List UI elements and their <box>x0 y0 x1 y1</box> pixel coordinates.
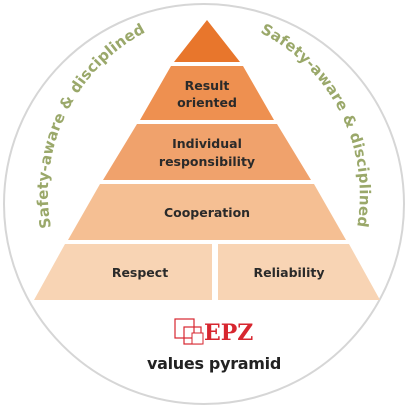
pyramid-apex <box>174 20 240 62</box>
caption-values-pyramid: values pyramid <box>147 354 281 373</box>
tier-label-cooperation: Cooperation <box>164 205 250 220</box>
pyramid-tier-result-oriented <box>140 66 274 120</box>
pyramid-tier-respect <box>34 244 212 300</box>
tier-label-individual: Individual <box>172 136 242 151</box>
pyramid-tier-individual-responsibility <box>103 124 311 180</box>
tier-label-reliability: Reliability <box>253 265 324 280</box>
pyramid-tier-reliability <box>218 244 380 300</box>
tier-label-respect: Respect <box>112 265 168 280</box>
logo-brand-text: EPZ <box>204 320 253 346</box>
pyramid-tier-cooperation <box>68 184 346 240</box>
tier-label-oriented: oriented <box>177 95 237 110</box>
tier-label-responsibility: responsibility <box>159 154 255 169</box>
tier-label-result: Result <box>185 78 230 93</box>
logo-square-small <box>191 332 204 345</box>
epz-logo: EPZ <box>174 318 253 346</box>
